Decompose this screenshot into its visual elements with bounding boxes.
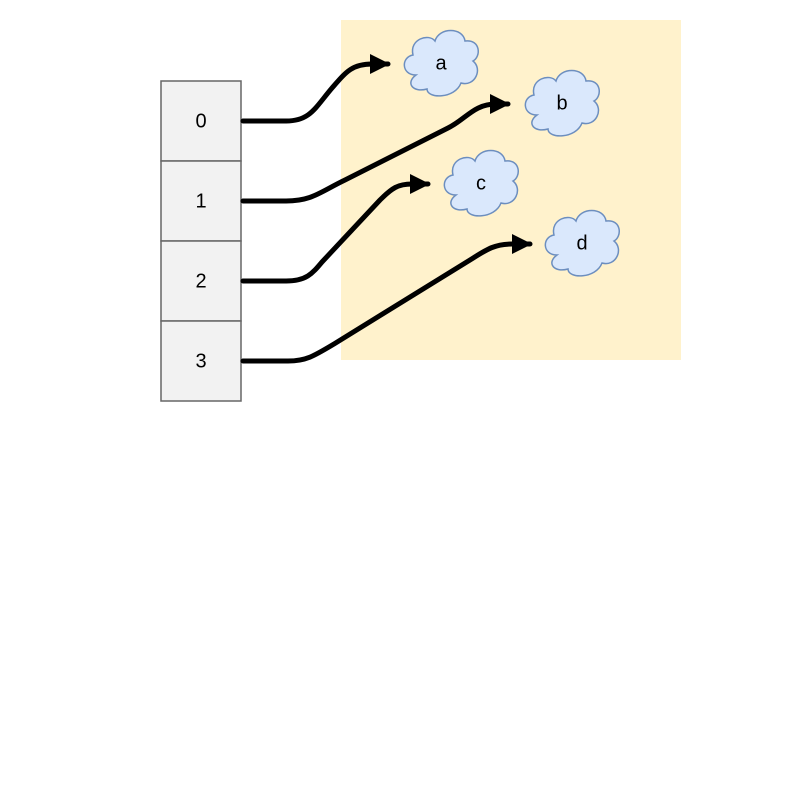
edge-arrow[interactable] [240,174,431,284]
cloud-node[interactable]: a [403,29,479,97]
edge-arrow[interactable] [240,234,533,364]
cloud-node[interactable]: d [544,209,620,277]
cloud-node[interactable]: b [524,69,600,137]
array-cell[interactable]: 0 [160,80,242,162]
edges [240,54,533,364]
array-cell[interactable]: 1 [160,160,242,242]
cloud-shape [443,149,519,217]
array: 0 1 2 3 [160,80,242,402]
cloud-shape [403,29,479,97]
array-cell-label: 3 [195,350,206,372]
array-cell-label: 2 [195,270,206,292]
clouds: a b c d [403,29,620,277]
edge-arrow[interactable] [240,94,511,204]
cloud-shape [544,209,620,277]
edge-arrow[interactable] [240,54,391,124]
cloud-label: a [435,52,447,74]
array-cell[interactable]: 2 [160,240,242,322]
cloud-label: d [576,232,587,254]
cloud-label: c [476,172,486,194]
cloud-label: b [556,92,567,114]
array-cell-label: 1 [195,190,206,212]
array-cell-label: 0 [195,110,206,132]
cloud-shape [524,69,600,137]
cloud-node[interactable]: c [443,149,519,217]
array-cell[interactable]: 3 [160,320,242,402]
